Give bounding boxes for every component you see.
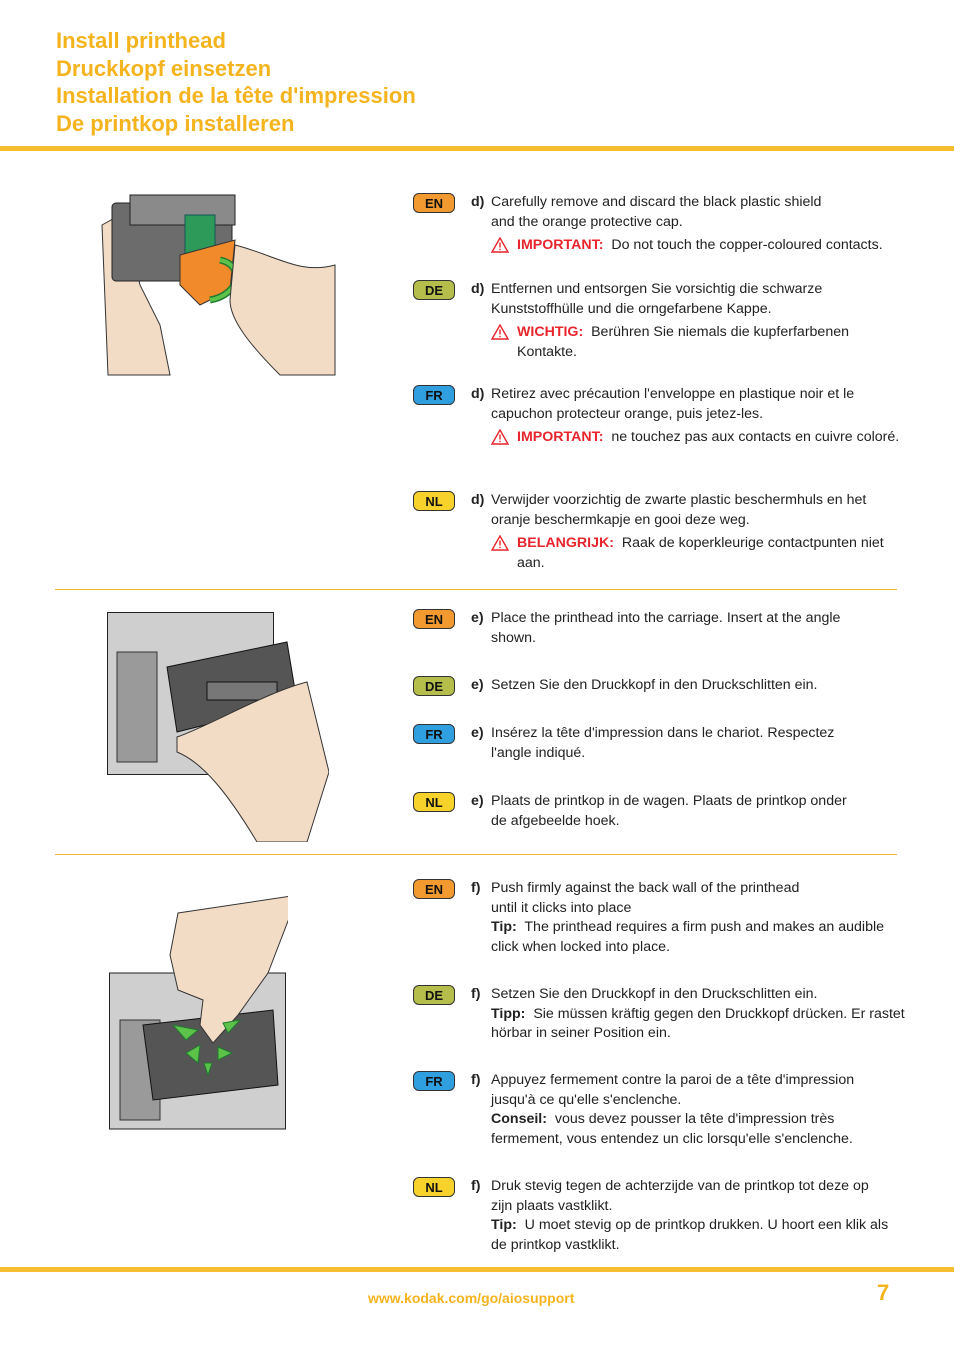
step-line: Push firmly against the back wall of the… [491,880,800,896]
lang-badge-de: DE [413,280,455,300]
footer-rule [0,1267,954,1272]
tip-note: Tip: U moet stevig op de printkop drukke… [491,1216,906,1255]
section-divider [55,589,897,590]
support-link[interactable]: www.kodak.com/go/aiosupport [368,1290,575,1306]
step-line: Carefully remove and discard the black p… [491,194,822,210]
step-letter: e) [471,610,484,626]
lang-badge-nl: NL [413,491,455,511]
step-letter: e) [471,793,484,809]
tip-label: Tip: [491,919,517,935]
step-line: l'angle indiqué. [491,744,586,761]
step-line: Druk stevig tegen de achterzijde van de … [491,1178,869,1194]
page-title-de: Druckkopf einsetzen [56,55,272,81]
page-title-fr: Installation de la tête d'impression [56,83,416,108]
lang-badge-nl: NL [413,792,455,812]
page-title-en: Install printhead [56,28,226,53]
illustration-insert-printhead [107,612,329,842]
tip-text: The printhead requires a firm push and m… [491,919,885,955]
step-line: de afgebeelde hoek. [491,812,620,829]
step-line: zijn plaats vastklikt. [491,1197,613,1214]
tip-label: Tipp: [491,1005,526,1022]
step-letter: f) [471,1178,481,1194]
warning-label: IMPORTANT: [517,429,604,445]
step-line: Insérez la tête d'impression dans le cha… [491,725,835,741]
lang-badge-fr: FR [413,724,455,744]
warning-label: IMPORTANT: [517,237,604,253]
page-title-group: Install printhead Druckkopf einsetzen In… [56,27,416,137]
illustration-push-printhead [109,895,288,1130]
step-line: Place the printhead into the carriage. I… [491,610,841,626]
step-line: and the orange protective cap. [491,213,683,230]
lang-badge-fr: FR [413,1071,455,1091]
step-line: oranje beschermkapje en gooi deze weg. [491,511,750,528]
lang-badge-en: EN [413,879,455,899]
tip-note: Tipp: Sie müssen kräftig gegen den Druck… [491,1005,906,1044]
step-line: until it clicks into place [491,899,632,916]
header-rule [0,146,954,151]
warning-note: BELANGRIJK: Raak de koperkleurige contac… [491,534,906,573]
warning-text: Do not touch the copper-coloured contact… [611,237,883,253]
step-line: Setzen Sie den Druckkopf in den Drucksch… [491,986,818,1002]
step-letter: d) [471,281,485,297]
page-title-nl: De printkop installeren [56,110,295,136]
step-letter: d) [471,492,485,508]
tip-note: Tip: The printhead requires a firm push … [491,918,906,957]
step-line: Kunststoffhülle und die orngefarbene Kap… [491,300,772,317]
step-line: shown. [491,629,536,646]
step-line: Appuyez fermement contre la paroi de a t… [491,1072,855,1088]
lang-badge-en: EN [413,193,455,213]
step-letter: f) [471,880,481,896]
lang-badge-en: EN [413,609,455,629]
warning-text: Raak de koperkleurige contactpunten niet… [517,535,884,571]
warning-label: BELANGRIJK: [517,535,614,551]
step-letter: f) [471,1072,481,1088]
step-line: jusqu'à ce qu'elle s'enclenche. [491,1091,682,1108]
lang-badge-fr: FR [413,385,455,405]
lang-badge-nl: NL [413,1177,455,1197]
tip-text: vous devez pousser la tête d'impression … [491,1111,853,1147]
warning-note: IMPORTANT: ne touchez pas aux contacts e… [491,428,906,448]
warning-icon [491,324,509,340]
step-line: Entfernen und entsorgen Sie vorsichtig d… [491,281,823,297]
lang-badge-de: DE [413,985,455,1005]
illustration-remove-shield [101,194,336,376]
page-number: 7 [877,1280,890,1305]
step-letter: d) [471,386,485,402]
step-line: Verwijder voorzichtig de zwarte plastic … [491,492,867,508]
warning-text: Berühren Sie niemals die kupferfarbenen … [517,324,849,360]
warning-note: WICHTIG: Berühren Sie niemals die kupfer… [491,323,906,362]
tip-note: Conseil: vous devez pousser la tête d'im… [491,1110,906,1149]
warning-icon [491,535,509,551]
lang-badge-de: DE [413,676,455,696]
step-line: Plaats de printkop in de wagen. Plaats d… [491,793,847,809]
tip-text: U moet stevig op de printkop drukken. U … [491,1217,889,1253]
step-line: Retirez avec précaution l'enveloppe en p… [491,386,855,402]
step-line: capuchon protecteur orange, puis jetez-l… [491,405,764,422]
step-line: Setzen Sie den Druckkopf in den Drucksch… [491,677,818,693]
tip-text: Sie müssen kräftig gegen den Druckkopf d… [491,1005,905,1042]
step-letter: d) [471,194,485,210]
step-letter: f) [471,986,481,1002]
warning-text: ne touchez pas aux contacts en cuivre co… [611,429,900,445]
step-letter: e) [471,725,484,741]
step-letter: e) [471,677,484,693]
warning-label: WICHTIG: [517,324,584,340]
warning-note: IMPORTANT: Do not touch the copper-colou… [491,236,906,256]
tip-label: Conseil: [491,1111,547,1127]
section-divider [55,854,897,855]
warning-icon [491,237,509,253]
warning-icon [491,429,509,445]
tip-label: Tip: [491,1217,517,1233]
